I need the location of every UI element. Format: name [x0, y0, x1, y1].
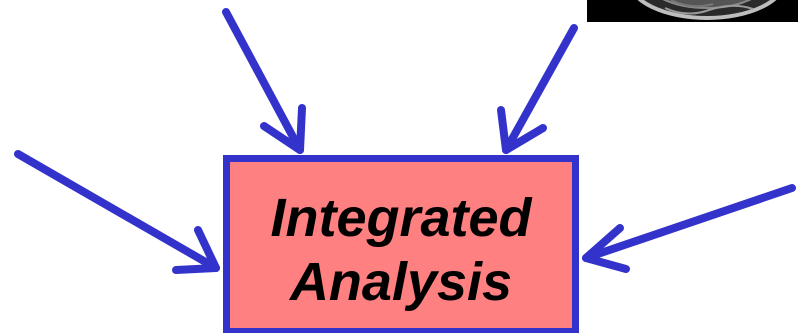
- arrow-left: [14, 150, 220, 274]
- arrow-right: [582, 184, 796, 273]
- arrow-top-right: [497, 24, 578, 154]
- box-label-line-2: Analysis: [289, 252, 513, 312]
- box-label-line-1: Integrated: [270, 188, 532, 248]
- integrated-analysis-box: Integrated Analysis: [223, 155, 579, 333]
- brain-scan-image: [587, 0, 798, 22]
- brain-scan-icon: [587, 0, 798, 22]
- arrow-top-left: [222, 8, 306, 154]
